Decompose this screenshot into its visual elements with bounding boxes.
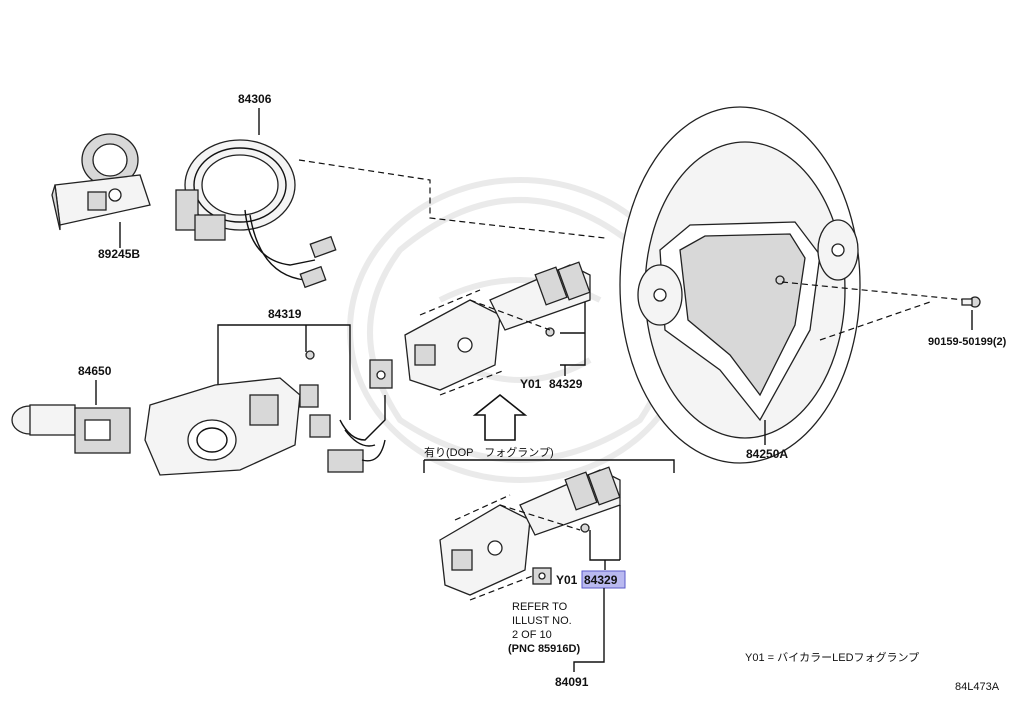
refer-line-2: ILLUST NO.: [512, 615, 572, 627]
refer-line-3: 2 OF 10: [512, 629, 552, 641]
label-y01-lower: Y01: [556, 573, 578, 587]
refer-line-1: REFER TO: [512, 601, 568, 613]
combination-switch-lower[interactable]: [439, 466, 621, 596]
ignition-switch-84650[interactable]: [11, 404, 131, 454]
direction-arrow: [472, 393, 528, 441]
label-84329-lower[interactable]: 84329: [584, 573, 618, 587]
label-y01-upper: Y01: [520, 377, 542, 391]
legend-note: Y01 = バイカラーLEDフォグランプ: [745, 650, 919, 664]
label-84319: 84319: [268, 307, 302, 321]
switch-body-84319[interactable]: [144, 350, 331, 476]
steering-sensor-89245b[interactable]: [51, 133, 151, 231]
label-84329-upper: 84329: [549, 377, 583, 391]
label-84091: 84091: [555, 675, 589, 689]
label-89245b: 89245B: [98, 247, 140, 261]
screw-90159[interactable]: [961, 296, 981, 308]
combination-switch-upper[interactable]: [404, 261, 591, 391]
label-84250a: 84250A: [746, 447, 788, 461]
spiral-cable-84306[interactable]: [175, 139, 337, 289]
label-84650: 84650: [78, 364, 112, 378]
refer-line-4: (PNC 85916D): [508, 643, 580, 655]
label-90159: 90159-50199(2): [928, 336, 1007, 348]
option-note: 有り(DOP フォグランプ): [424, 445, 554, 459]
wire-harness: [327, 359, 393, 473]
label-84306: 84306: [238, 92, 272, 106]
steering-wheel-84250a[interactable]: [619, 106, 861, 464]
diagram-code: 84L473A: [955, 681, 1000, 693]
